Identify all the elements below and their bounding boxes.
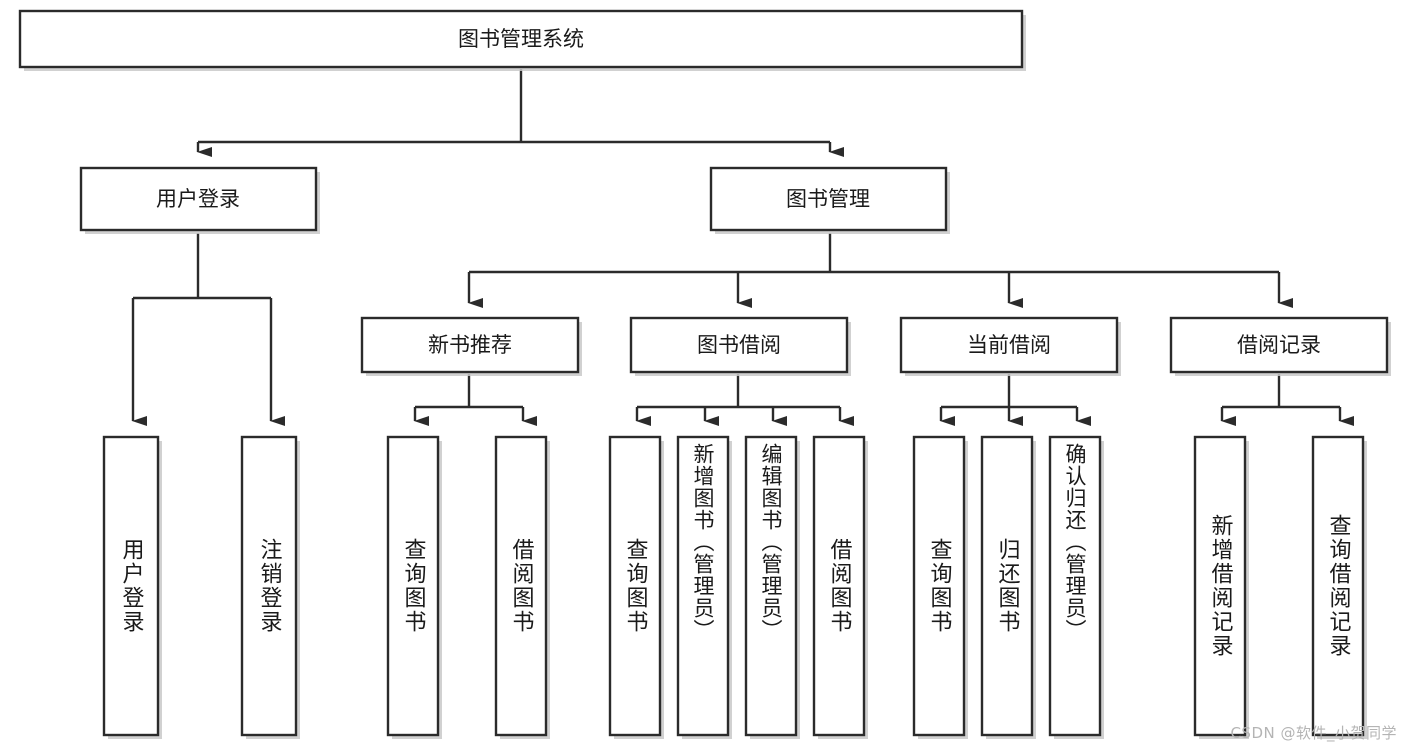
- node-root[interactable]: 图书管理系统: [18, 9, 1026, 71]
- node-root-label: 图书管理系统: [458, 27, 584, 51]
- leaf-current-borrow-2[interactable]: [1048, 435, 1104, 739]
- node-book-manage[interactable]: 图书管理: [709, 166, 950, 234]
- leaf-borrow-record-0[interactable]: [1193, 435, 1249, 739]
- node-borrow-record[interactable]: 借阅记录: [1169, 316, 1391, 376]
- node-book-borrow-label: 图书借阅: [697, 333, 781, 357]
- nodes-layer: 图书管理系统 用户登录 图书管理 新书推荐: [18, 9, 1391, 739]
- node-new-book-recommend[interactable]: 新书推荐: [360, 316, 582, 376]
- csdn-watermark: CSDN @软件_小贺同学: [1230, 724, 1397, 742]
- node-book-borrow[interactable]: 图书借阅: [629, 316, 851, 376]
- leaf-book-borrow-3[interactable]: [812, 435, 868, 739]
- leaf-book-borrow-0[interactable]: [608, 435, 664, 739]
- node-book-manage-label: 图书管理: [786, 187, 870, 211]
- node-user-login-label: 用户登录: [156, 187, 240, 211]
- node-user-login[interactable]: 用户登录: [79, 166, 320, 234]
- leaf-new-book-0[interactable]: [386, 435, 442, 739]
- leaf-new-book-1[interactable]: [494, 435, 550, 739]
- leaf-current-borrow-0[interactable]: [912, 435, 968, 739]
- edges-layer: [131, 69, 1354, 426]
- leaf-current-borrow-1[interactable]: [980, 435, 1036, 739]
- leaf-borrow-record-1[interactable]: [1311, 435, 1367, 739]
- node-current-borrow[interactable]: 当前借阅: [899, 316, 1121, 376]
- node-borrow-record-label: 借阅记录: [1237, 333, 1321, 357]
- leaf-user-login-0[interactable]: [102, 435, 162, 739]
- leaf-user-login-1[interactable]: [240, 435, 300, 739]
- node-new-book-recommend-label: 新书推荐: [428, 333, 512, 357]
- leaf-book-borrow-1[interactable]: [676, 435, 732, 739]
- leaf-book-borrow-2[interactable]: [744, 435, 800, 739]
- node-current-borrow-label: 当前借阅: [967, 333, 1051, 357]
